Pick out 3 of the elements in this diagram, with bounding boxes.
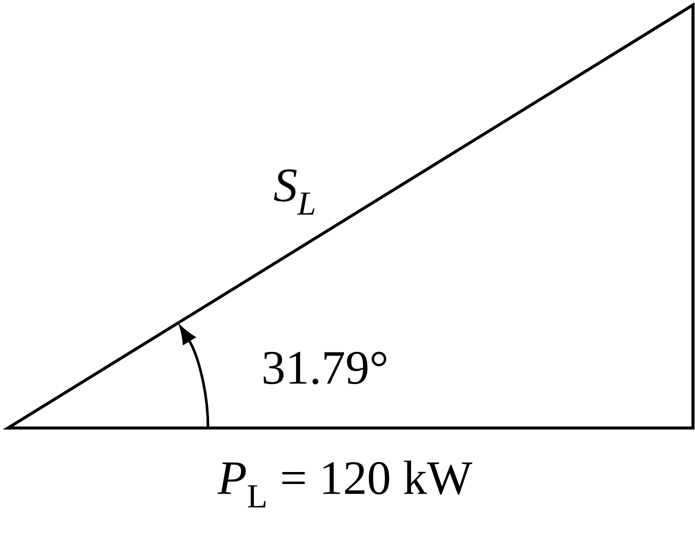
- label: S$_{L}$: [274, 169, 314, 215]
- label: P$_{L}$ = 120 kW: [217, 460, 472, 508]
- label: 31.79°: [264, 352, 386, 384]
